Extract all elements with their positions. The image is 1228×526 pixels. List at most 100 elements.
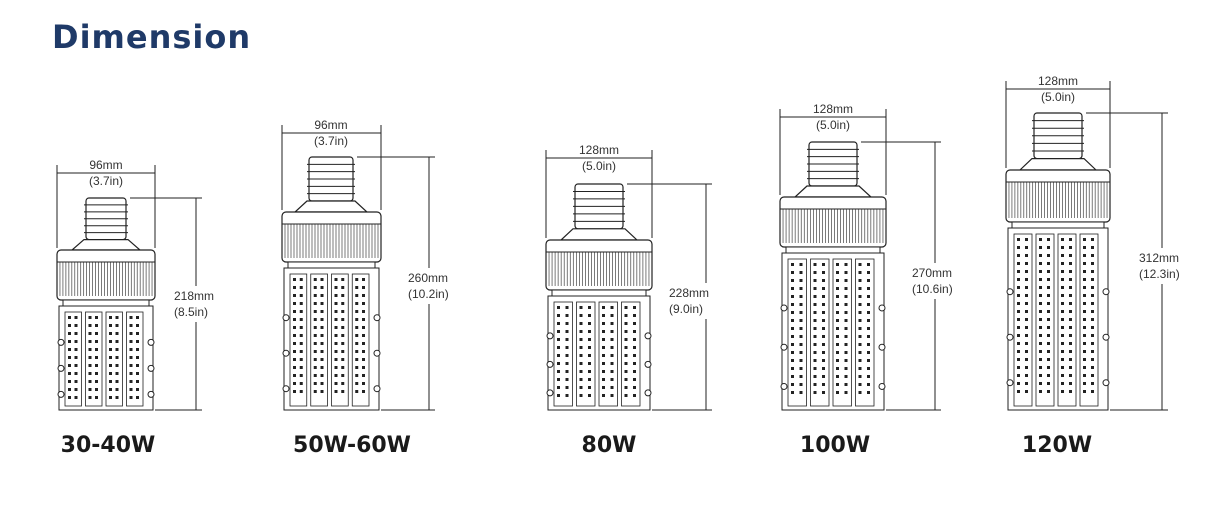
led-chip — [799, 359, 803, 362]
led-chip — [867, 367, 870, 370]
led-chip — [355, 310, 359, 313]
led-chip — [1017, 294, 1020, 297]
led-chip — [299, 350, 303, 353]
led-chip — [313, 286, 317, 289]
led-chip — [610, 370, 614, 373]
led-chip — [799, 327, 803, 330]
led-chip — [1083, 318, 1086, 321]
led-chip — [1083, 262, 1086, 265]
led-chip — [588, 386, 591, 389]
led-chip — [95, 340, 98, 343]
led-chip — [293, 358, 296, 361]
led-chip — [68, 356, 71, 359]
led-chip — [1017, 342, 1020, 345]
body-screw — [57, 364, 65, 372]
led-chip — [1017, 390, 1020, 393]
led-chip — [341, 302, 345, 305]
led-chip — [588, 354, 591, 357]
lamp-collar — [1011, 221, 1105, 229]
led-chip — [320, 294, 324, 297]
led-chip — [115, 340, 119, 343]
led-chip — [136, 396, 139, 399]
led-chip — [1091, 246, 1094, 249]
led-chip — [579, 378, 583, 381]
led-chip — [115, 372, 119, 375]
body-screw — [780, 343, 788, 351]
led-chip — [1091, 390, 1094, 393]
led-strip — [855, 258, 875, 407]
led-chip — [1047, 294, 1050, 297]
led-chip — [334, 278, 338, 281]
led-chip — [1025, 286, 1028, 289]
led-chip — [633, 354, 636, 357]
led-chip — [341, 294, 345, 297]
led-chip — [867, 295, 870, 298]
led-chip — [799, 319, 803, 322]
led-chip — [334, 366, 338, 369]
led-chip — [341, 334, 345, 337]
led-chip — [1061, 374, 1064, 377]
led-chip — [129, 380, 133, 383]
led-chip — [799, 351, 803, 354]
led-chip — [867, 263, 870, 266]
led-chip — [1091, 358, 1094, 361]
led-chip — [68, 316, 71, 319]
led-chip — [813, 303, 817, 306]
led-chip — [334, 286, 338, 289]
body-screw — [878, 382, 886, 390]
led-chip — [799, 383, 803, 386]
led-strip — [126, 311, 144, 407]
led-chip — [1083, 342, 1086, 345]
led-chip — [1025, 238, 1028, 241]
led-chip — [1017, 262, 1020, 265]
led-chip — [1061, 366, 1064, 369]
led-chip — [588, 346, 591, 349]
led-chip — [822, 383, 825, 386]
led-chip — [836, 375, 839, 378]
led-chip — [293, 278, 296, 281]
led-chip — [293, 374, 296, 377]
led-chip — [1025, 374, 1028, 377]
led-chip — [95, 316, 98, 319]
led-chip — [791, 311, 794, 314]
led-chip — [88, 348, 92, 351]
body-screw — [57, 390, 65, 398]
led-chip — [320, 310, 324, 313]
led-chip — [844, 351, 848, 354]
body-screw — [282, 314, 290, 322]
lamp-collar — [287, 261, 376, 269]
led-chip — [1039, 374, 1042, 377]
led-chip — [129, 388, 133, 391]
led-chip — [1039, 278, 1042, 281]
led-chip — [1047, 302, 1050, 305]
led-chip — [355, 278, 359, 281]
led-chip — [1061, 254, 1064, 257]
led-chip — [813, 391, 817, 394]
led-chip — [1017, 238, 1020, 241]
led-chip — [836, 263, 839, 266]
led-chip — [313, 366, 317, 369]
led-chip — [1091, 382, 1094, 385]
width-mm-label: 96mm — [89, 158, 122, 172]
led-chip — [313, 294, 317, 297]
led-chip — [109, 332, 112, 335]
led-chip — [602, 330, 605, 333]
led-chip — [844, 319, 848, 322]
led-chip — [565, 322, 569, 325]
led-chip — [320, 326, 324, 329]
led-chip — [836, 335, 839, 338]
led-chip — [822, 311, 825, 314]
led-chip — [115, 324, 119, 327]
led-chip — [334, 334, 338, 337]
body-screw — [147, 338, 155, 346]
led-chip — [88, 356, 92, 359]
led-chip — [334, 390, 338, 393]
lamp-neck — [793, 185, 873, 198]
page-title: Dimension — [52, 18, 252, 56]
led-chip — [1017, 318, 1020, 321]
led-chip — [1025, 262, 1028, 265]
heat-sink — [1005, 169, 1111, 223]
led-chip — [624, 378, 628, 381]
led-chip — [799, 287, 803, 290]
led-chip — [813, 287, 817, 290]
